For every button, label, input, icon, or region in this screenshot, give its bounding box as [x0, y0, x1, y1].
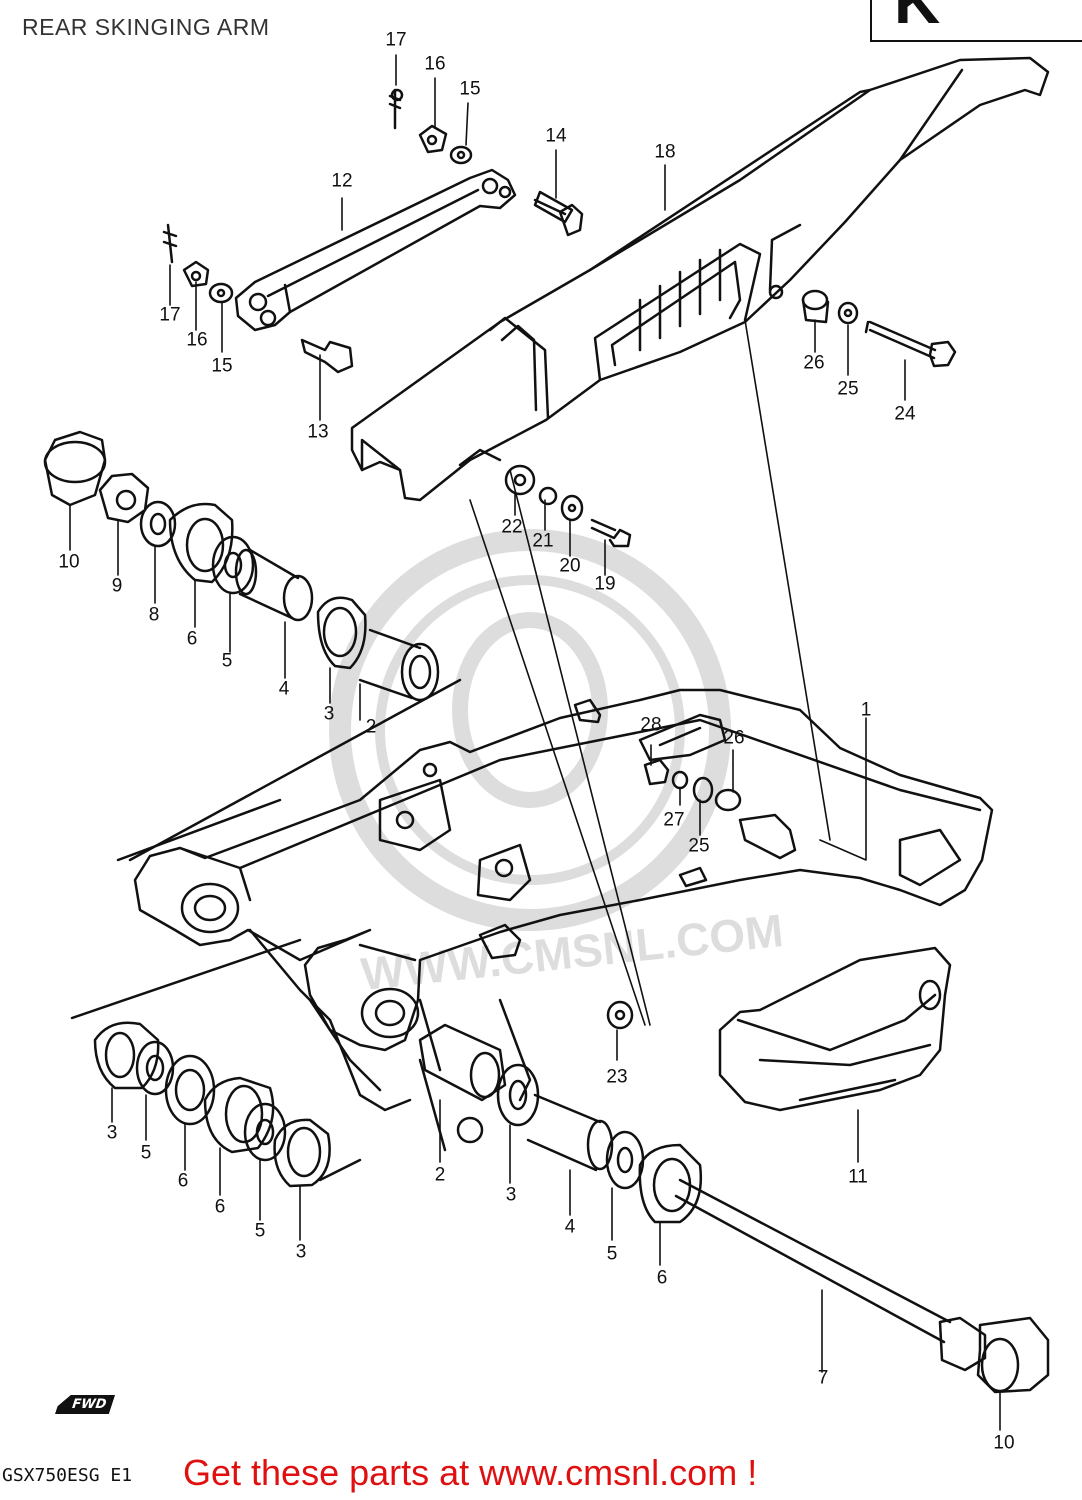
callout-10: 10 — [58, 551, 80, 573]
callout-6: 6 — [186, 628, 198, 650]
callout-8: 8 — [148, 604, 160, 626]
callout-16: 16 — [186, 329, 208, 351]
callout-17: 17 — [385, 29, 407, 51]
callout-5: 5 — [140, 1142, 152, 1164]
lower-left-pivot-stack — [93, 1021, 331, 1188]
promo-link[interactable]: Get these parts at www.cmsnl.com ! — [183, 1452, 758, 1493]
callout-18: 18 — [654, 141, 676, 163]
section-code-box: K 2 — [870, 0, 1082, 42]
callout-3: 3 — [295, 1241, 307, 1263]
callout-28: 28 — [640, 714, 662, 736]
callout-2: 2 — [365, 716, 377, 738]
callout-19: 19 — [594, 573, 616, 595]
chain-case-fasteners — [504, 464, 632, 548]
callout-13: 13 — [307, 421, 329, 443]
swing-arm-part — [70, 688, 994, 1182]
callout-6: 6 — [177, 1170, 189, 1192]
callout-3: 3 — [323, 703, 335, 725]
callout-4: 4 — [278, 678, 290, 700]
callout-11: 11 — [848, 1166, 868, 1188]
callout-leaders — [69, 54, 1001, 1431]
callout-4: 4 — [564, 1216, 576, 1238]
callout-10: 10 — [993, 1432, 1015, 1454]
callout-24: 24 — [894, 403, 916, 425]
diagram-title: REAR SKINGING ARM — [22, 14, 270, 40]
callout-9: 9 — [111, 575, 123, 597]
callout-5: 5 — [221, 650, 233, 672]
callout-26: 26 — [803, 352, 825, 374]
callout-17: 17 — [159, 304, 181, 326]
callout-14: 14 — [545, 125, 567, 147]
mount-bolt-part — [801, 289, 957, 368]
callout-25: 25 — [837, 378, 859, 400]
callout-1: 1 — [860, 699, 872, 721]
pivot-shaft-stack — [418, 1023, 1050, 1394]
callout-7: 7 — [817, 1367, 829, 1389]
callout-12: 12 — [331, 170, 353, 192]
callout-20: 20 — [559, 555, 581, 577]
top-fasteners — [162, 88, 584, 374]
section-code: K 2 — [894, 0, 1082, 37]
left-pivot-stack — [43, 430, 462, 862]
callout-6: 6 — [656, 1267, 668, 1289]
callout-3: 3 — [505, 1184, 517, 1206]
callout-3: 3 — [106, 1122, 118, 1144]
callout-15: 15 — [459, 78, 481, 100]
callout-27: 27 — [663, 809, 685, 831]
callout-22: 22 — [501, 516, 523, 538]
callout-21: 21 — [532, 530, 554, 552]
callout-16: 16 — [424, 53, 446, 75]
model-code: GSX750ESG E1 — [2, 1465, 133, 1486]
callout-25: 25 — [688, 835, 710, 857]
callout-6: 6 — [214, 1196, 226, 1218]
callout-15: 15 — [211, 355, 233, 377]
torque-rod-part — [234, 168, 517, 332]
chain-case-part — [350, 56, 1050, 502]
callout-5: 5 — [606, 1243, 618, 1265]
callout-23: 23 — [606, 1066, 628, 1088]
callout-2: 2 — [434, 1164, 446, 1186]
chain-guard-part — [718, 946, 952, 1112]
callout-5: 5 — [254, 1220, 266, 1242]
small-collars — [478, 758, 742, 1030]
callout-26: 26 — [723, 727, 745, 749]
